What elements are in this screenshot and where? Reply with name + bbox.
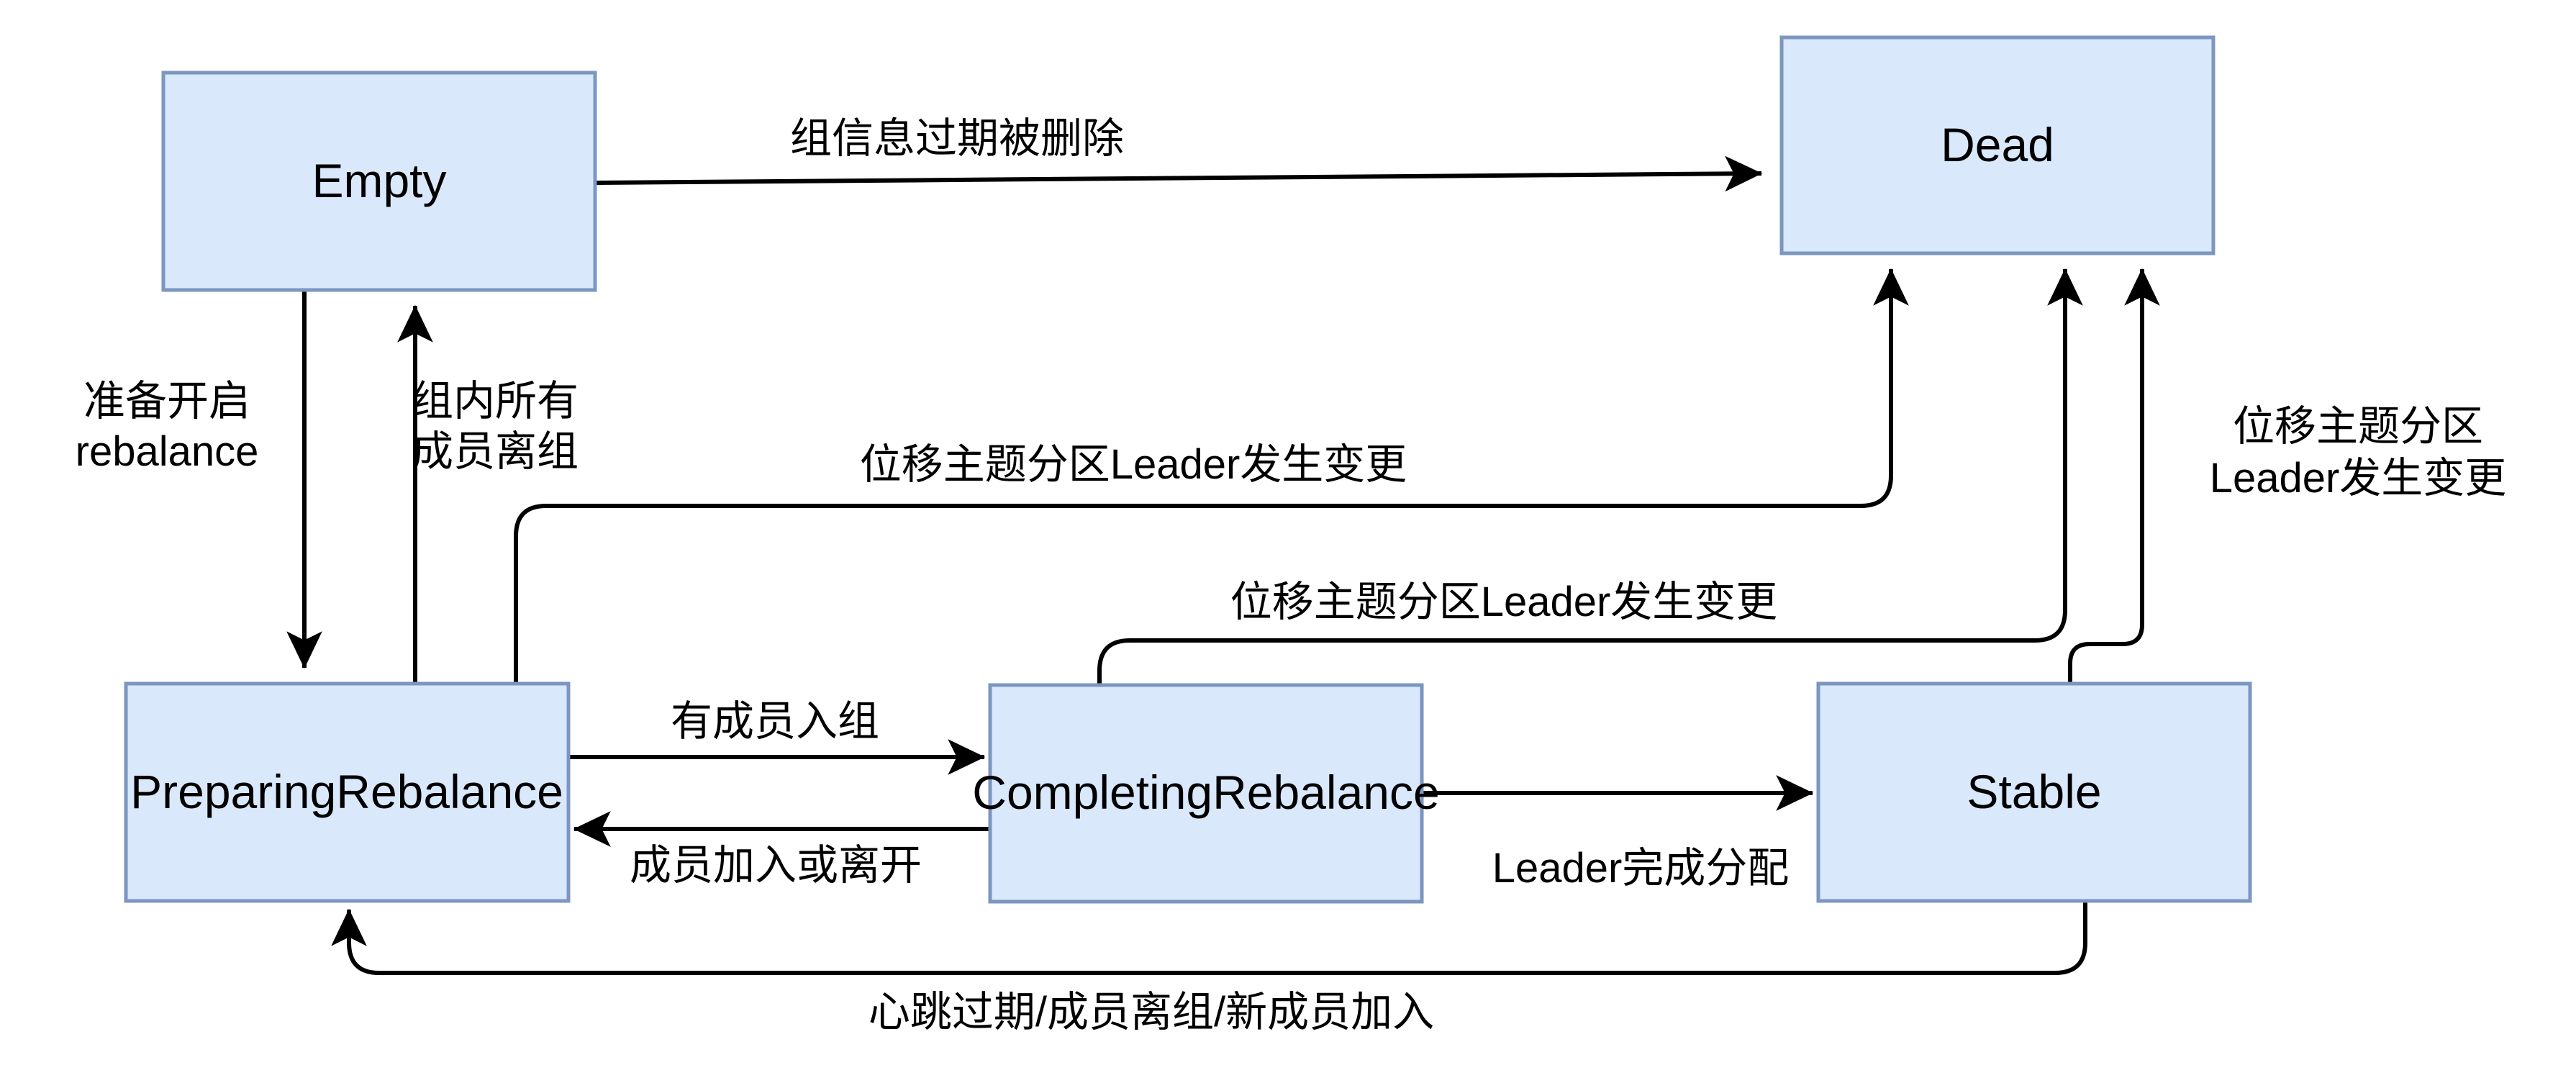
edge-stable-to-preparing-arrow — [331, 901, 2087, 975]
edge-preparing-to-dead-label: 位移主题分区Leader发生变更 — [860, 441, 1407, 488]
node-completing-rebalance: CompletingRebalance — [972, 683, 1440, 904]
node-empty-box — [161, 71, 597, 292]
node-empty: Empty — [161, 71, 597, 292]
node-stable-box — [1816, 681, 2252, 903]
node-stable-label: Stable — [1967, 765, 2101, 818]
edge-completing-to-stable-label: Leader完成分配 — [1492, 845, 1790, 892]
edge-preparing-to-completing-label: 有成员入组 — [671, 698, 879, 745]
edge-stable-to-dead-arrow — [2068, 268, 2160, 684]
edge-empty-to-dead-arrow — [594, 155, 1763, 192]
edge-preparing-to-empty-label-line2: 成员离组 — [412, 428, 579, 475]
node-dead-box — [1779, 35, 2216, 255]
edge-preparing-to-empty-label-line1: 组内所有 — [412, 378, 579, 425]
node-empty-label: Empty — [312, 154, 446, 207]
edge-empty-to-dead-label: 组信息过期被删除 — [790, 115, 1124, 162]
node-dead-label: Dead — [1941, 118, 2054, 171]
node-preparing-rebalance: PreparingRebalance — [124, 681, 571, 903]
edge-preparing-to-dead-arrow — [514, 268, 1909, 684]
edge-completing-to-preparing-label: 成员加入或离开 — [630, 842, 922, 889]
edge-completing-to-dead-arrow — [1097, 268, 2083, 685]
edge-stable-to-dead-label-line2: Leader发生变更 — [2210, 455, 2507, 502]
node-stable: Stable — [1816, 681, 2252, 903]
node-preparing-rebalance-box — [124, 681, 571, 903]
node-preparing-rebalance-label: PreparingRebalance — [130, 765, 563, 818]
edge-completing-to-dead-label: 位移主题分区Leader发生变更 — [1230, 579, 1778, 625]
edge-stable-to-preparing-label: 心跳过期/成员离组/新成员加入 — [869, 989, 1434, 1036]
node-completing-rebalance-label: CompletingRebalance — [972, 766, 1439, 819]
node-completing-rebalance-box — [988, 683, 1424, 904]
edge-stable-to-dead-label-line1: 位移主题分区 — [2233, 403, 2483, 450]
edge-empty-to-preparing-label-line2: rebalance — [76, 428, 259, 475]
node-dead: Dead — [1779, 35, 2216, 255]
edge-empty-to-preparing-label-line1: 准备开启 — [83, 378, 250, 425]
